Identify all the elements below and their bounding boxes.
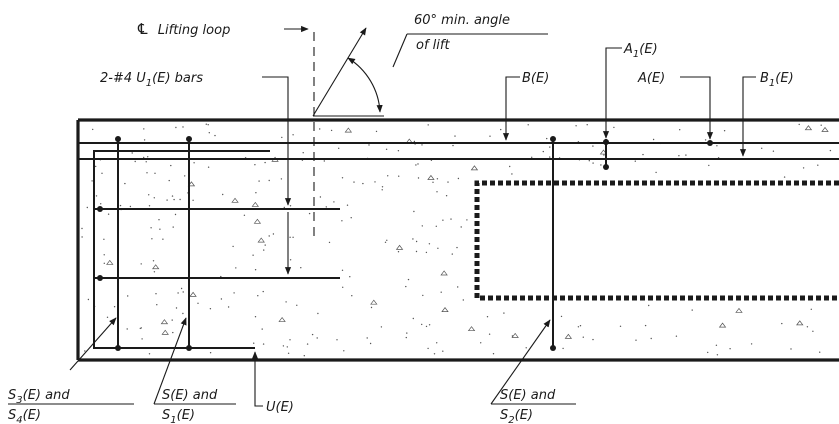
u-label: U(E) — [266, 400, 294, 415]
s-and-label-2: S(E) and — [500, 388, 556, 403]
beam-void-opening — [474, 180, 839, 301]
a1-label: A1(E) — [623, 42, 658, 60]
a-label: A(E) — [637, 71, 665, 86]
lift-angle-line — [312, 27, 367, 117]
lift-angle-arc — [347, 57, 383, 113]
stirrups — [117, 139, 607, 348]
u-bar-outer — [93, 150, 270, 349]
s4-label: S4(E) — [8, 408, 41, 424]
b-label: B(E) — [522, 71, 549, 86]
u1-bars-label: 2-#4 U1(E) bars — [100, 71, 203, 89]
lift-angle-label-line1: 60° min. angle — [414, 13, 510, 28]
lifting-loop-label: ℄ Lifting loop — [137, 20, 230, 38]
s-and-label-1: S(E) and — [162, 388, 218, 403]
lift-angle-label-line2: of lift — [416, 38, 450, 53]
lifting-loop-centerline — [312, 27, 384, 238]
bar-end-dots — [97, 136, 713, 351]
leader-lines — [8, 25, 756, 407]
s3-label: S3(E) and — [8, 388, 70, 406]
s2-label: S2(E) — [500, 408, 533, 424]
centerline-symbol: ℄ — [137, 20, 148, 38]
u1-bars — [93, 150, 340, 349]
b1-label: B1(E) — [760, 71, 794, 89]
beam-outline — [76, 118, 839, 362]
labels: ℄ Lifting loop 60° min. angle of lift 2-… — [8, 13, 794, 424]
s1-label: S1(E) — [162, 408, 195, 424]
